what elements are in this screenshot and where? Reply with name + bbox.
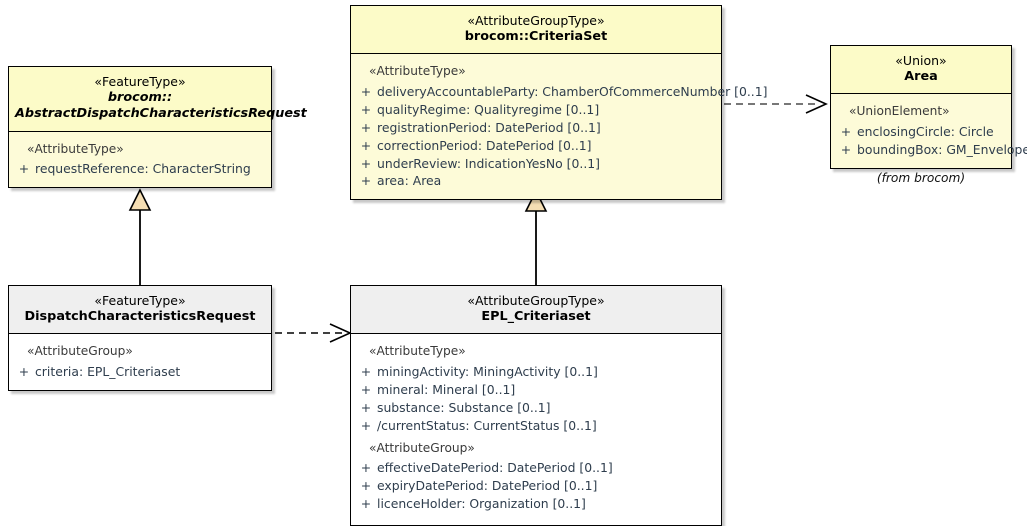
class-header: «Union» Area xyxy=(831,46,1011,95)
attribute-visibility: + xyxy=(360,119,372,135)
attribute-label: deliveryAccountableParty: ChamberOfComme… xyxy=(377,84,768,100)
attribute-group-label: «UnionElement» xyxy=(849,104,950,119)
attribute-label: /currentStatus: CurrentStatus [0..1] xyxy=(377,417,597,433)
class-name: brocom::CriteriaSet xyxy=(464,29,608,44)
attribute-row[interactable]: + miningActivity: MiningActivity [0..1] xyxy=(355,363,717,381)
attribute-row[interactable]: + licenceHolder: Organization [0..1] xyxy=(355,495,717,513)
class-header: «AttributeGroupType» brocom::CriteriaSet xyxy=(351,6,721,55)
attribute-visibility: + xyxy=(360,155,372,171)
attribute-label: registrationPeriod: DatePeriod [0..1] xyxy=(377,119,601,135)
class-stereotype: «FeatureType» xyxy=(94,293,186,308)
attribute-group-label: «AttributeType» xyxy=(369,344,466,359)
attribute-visibility: + xyxy=(360,399,372,415)
attribute-label: effectiveDatePeriod: DatePeriod [0..1] xyxy=(377,460,613,476)
class-attributes-compartment: «UnionElement» + enclosingCircle: Circle… xyxy=(831,94,1027,168)
attribute-visibility: + xyxy=(360,381,372,397)
attribute-label: criteria: EPL_Criteriaset xyxy=(35,364,181,380)
attribute-row[interactable]: + correctionPeriod: DatePeriod [0..1] xyxy=(355,137,717,155)
class-stereotype: «AttributeGroupType» xyxy=(467,293,605,308)
attribute-visibility: + xyxy=(360,364,372,380)
attribute-row[interactable]: + underReview: IndicationYesNo [0..1] xyxy=(355,155,717,173)
attribute-row[interactable]: + boundingBox: GM_Envelope xyxy=(835,141,1027,159)
class-attributes-compartment: «AttributeType» + miningActivity: Mining… xyxy=(351,334,721,525)
class-name: DispatchCharacteristicsRequest xyxy=(24,309,256,324)
class-abstract-dispatch-characteristics-request[interactable]: «FeatureType» brocom:: AbstractDispatchC… xyxy=(8,66,307,189)
attribute-visibility: + xyxy=(360,137,372,153)
attribute-row[interactable]: + deliveryAccountableParty: ChamberOfCom… xyxy=(355,83,768,101)
attribute-visibility: + xyxy=(840,124,852,140)
attribute-group-label: «AttributeType» xyxy=(27,141,124,156)
attribute-row[interactable]: + requestReference: CharacterString xyxy=(13,160,267,178)
attribute-visibility: + xyxy=(360,417,372,433)
attribute-label: licenceHolder: Organization [0..1] xyxy=(377,495,586,511)
class-epl-criteriaset[interactable]: «AttributeGroupType» EPL_Criteriaset «At… xyxy=(350,285,722,526)
attribute-label: boundingBox: GM_Envelope xyxy=(857,141,1027,157)
attribute-group-label: «AttributeType» xyxy=(369,64,466,79)
class-stereotype: «FeatureType» xyxy=(94,74,186,89)
class-name: EPL_Criteriaset xyxy=(481,309,591,324)
attribute-label: requestReference: CharacterString xyxy=(35,161,251,177)
generalization-epl-to-criteriaset xyxy=(524,189,548,285)
attribute-group-label: «AttributeGroup» xyxy=(369,440,475,455)
attribute-visibility: + xyxy=(360,460,372,476)
class-attributes-compartment: «AttributeGroup» + criteria: EPL_Criteri… xyxy=(9,334,271,390)
attribute-visibility: + xyxy=(360,101,372,117)
attribute-label: underReview: IndicationYesNo [0..1] xyxy=(377,155,600,171)
attribute-label: expiryDatePeriod: DatePeriod [0..1] xyxy=(377,478,598,494)
attribute-row[interactable]: + effectiveDatePeriod: DatePeriod [0..1] xyxy=(355,459,717,477)
attribute-visibility: + xyxy=(18,161,30,177)
class-attributes-compartment: «AttributeType» + requestReference: Char… xyxy=(9,131,271,188)
class-header: «AttributeGroupType» EPL_Criteriaset xyxy=(351,286,721,335)
attribute-label: enclosingCircle: Circle xyxy=(857,124,994,140)
class-name: Area xyxy=(904,69,938,84)
attribute-row[interactable]: + qualityRegime: Qualityregime [0..1] xyxy=(355,101,717,119)
class-name-line1: brocom:: xyxy=(107,90,173,105)
attribute-visibility: + xyxy=(360,495,372,511)
class-header: «FeatureType» brocom:: AbstractDispatchC… xyxy=(9,67,307,132)
attribute-label: area: Area xyxy=(377,173,442,189)
class-attributes-compartment: «AttributeType» + deliveryAccountablePar… xyxy=(351,54,768,200)
attribute-label: correctionPeriod: DatePeriod [0..1] xyxy=(377,137,592,153)
class-stereotype: «AttributeGroupType» xyxy=(467,13,605,28)
class-brocom-criteriaset[interactable]: «AttributeGroupType» brocom::CriteriaSet… xyxy=(350,5,768,201)
attribute-visibility: + xyxy=(360,173,372,189)
class-stereotype: «Union» xyxy=(895,53,947,68)
attribute-row[interactable]: + expiryDatePeriod: DatePeriod [0..1] xyxy=(355,477,717,495)
dependency-dispatch-to-epl xyxy=(275,323,352,343)
attribute-group-label: «AttributeGroup» xyxy=(27,344,133,359)
class-area-union[interactable]: «Union» Area «UnionElement» + enclosingC… xyxy=(830,45,1027,169)
attribute-row[interactable]: + registrationPeriod: DatePeriod [0..1] xyxy=(355,119,717,137)
attribute-row[interactable]: + enclosingCircle: Circle xyxy=(835,123,1007,141)
attribute-row[interactable]: + criteria: EPL_Criteriaset xyxy=(13,363,267,381)
attribute-visibility: + xyxy=(18,364,30,380)
generalization-dispatch-to-abstract xyxy=(128,188,152,285)
class-dispatch-characteristics-request[interactable]: «FeatureType» DispatchCharacteristicsReq… xyxy=(8,285,272,391)
attribute-row[interactable]: + area: Area xyxy=(355,172,717,190)
attribute-row[interactable]: + /currentStatus: CurrentStatus [0..1] xyxy=(355,417,717,435)
attribute-visibility: + xyxy=(360,478,372,494)
attribute-row[interactable]: + mineral: Mineral [0..1] xyxy=(355,381,717,399)
class-header: «FeatureType» DispatchCharacteristicsReq… xyxy=(9,286,271,335)
attribute-label: qualityRegime: Qualityregime [0..1] xyxy=(377,101,600,117)
attribute-visibility: + xyxy=(840,141,852,157)
attribute-label: substance: Substance [0..1] xyxy=(377,399,551,415)
attribute-row[interactable]: + substance: Substance [0..1] xyxy=(355,399,717,417)
area-package-note: (from brocom) xyxy=(876,171,966,185)
attribute-label: miningActivity: MiningActivity [0..1] xyxy=(377,364,598,380)
attribute-visibility: + xyxy=(360,84,372,100)
attribute-label: mineral: Mineral [0..1] xyxy=(377,381,516,397)
class-name-line2: AbstractDispatchCharacteristicsRequest xyxy=(15,106,307,122)
